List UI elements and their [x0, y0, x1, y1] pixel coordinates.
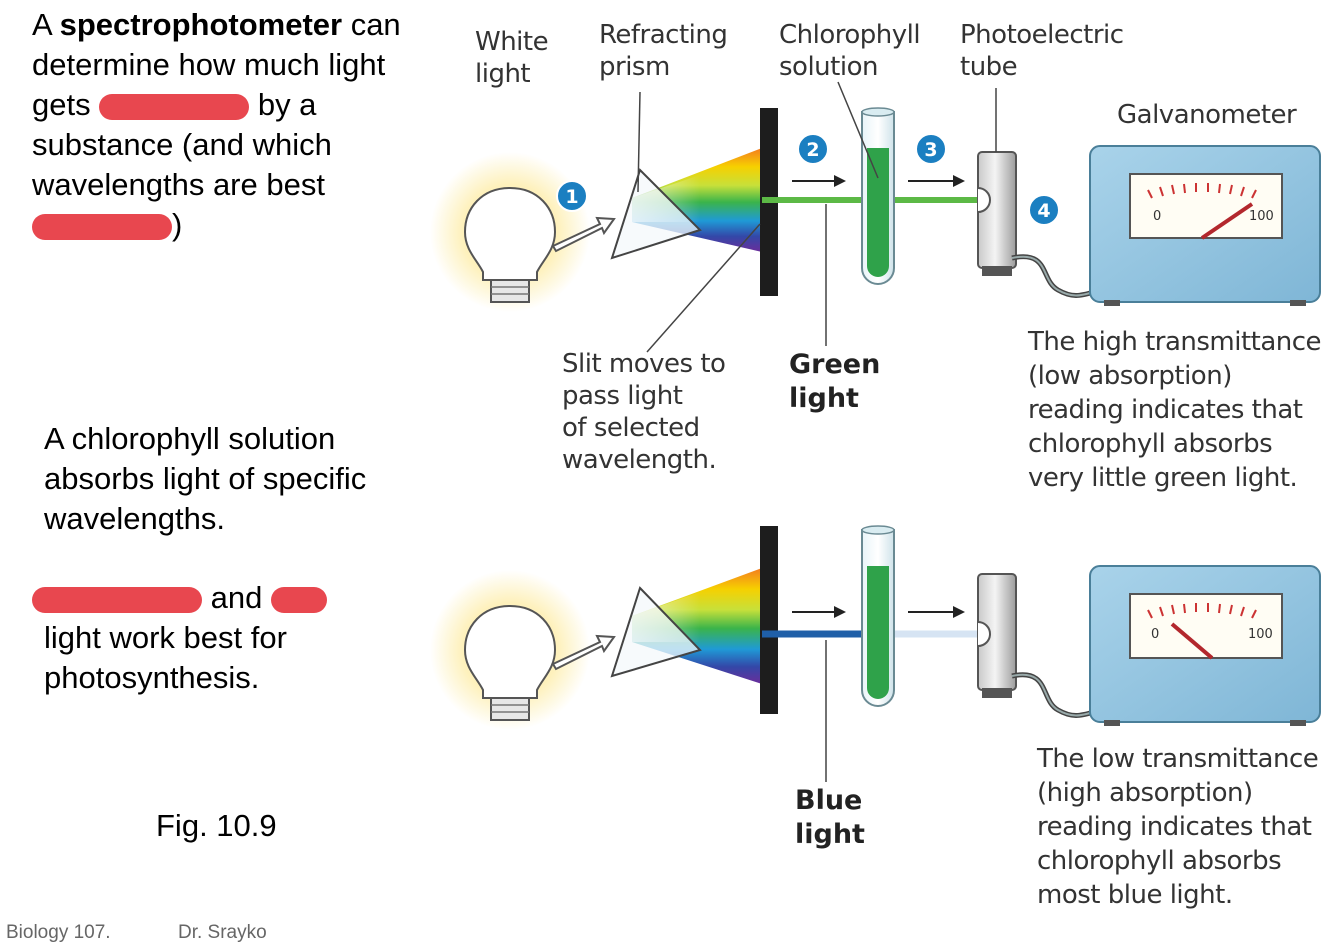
prism-icon — [610, 586, 702, 678]
meter-scale — [1147, 183, 1257, 199]
meter-max-label: 100 — [1249, 209, 1274, 224]
caption-low-transmittance: The low transmittance(high absorption)re… — [1037, 744, 1319, 910]
svg-text:2: 2 — [806, 139, 819, 161]
chlorophyll-note: A chlorophyll solution absorbs light of … — [44, 421, 367, 536]
intro-text: A spectrophotometer can determine how mu… — [32, 7, 401, 242]
figure-label: Fig. 10.9 — [156, 808, 277, 843]
input-arrow-icon — [551, 216, 616, 253]
galvanometer-icon — [1089, 145, 1321, 306]
photoelectric-tube-icon — [977, 573, 1017, 698]
light-bulb-icon — [430, 152, 590, 312]
footer-instructor: Dr. Srayko — [178, 922, 267, 943]
arrow-icon — [953, 175, 965, 187]
photosynthesis-note: and light work best for photosynthesis. — [32, 578, 452, 698]
arrow-icon — [834, 175, 846, 187]
arrow-icon — [834, 606, 846, 618]
needle — [1200, 202, 1254, 240]
test-tube-icon — [861, 525, 895, 707]
galvanometer-icon — [1089, 565, 1321, 726]
step-badge-3: 3 — [915, 133, 947, 165]
input-arrow-icon — [551, 634, 616, 671]
svg-text:4: 4 — [1037, 200, 1050, 222]
redaction-mark — [32, 213, 172, 240]
redaction-mark — [270, 586, 327, 613]
bottom-apparatus: 0 100 — [430, 525, 1321, 782]
test-tube-icon — [861, 107, 895, 285]
needle — [1170, 622, 1214, 660]
svg-text:3: 3 — [924, 139, 937, 161]
spectrophotometer-term: spectrophotometer — [59, 7, 343, 42]
step-badge-1: 1 — [556, 180, 588, 212]
meter-max-label: 100 — [1248, 627, 1273, 642]
step-badge-4: 4 — [1028, 194, 1060, 226]
meter-min-label: 0 — [1151, 627, 1159, 642]
redaction-mark — [32, 586, 202, 613]
photoelectric-tube-icon — [977, 151, 1017, 276]
meter-scale — [1147, 603, 1257, 619]
meter-min-label: 0 — [1153, 209, 1161, 224]
galvanometer-label: Galvanometer — [1117, 100, 1297, 130]
step-badge-2: 2 — [797, 133, 829, 165]
arrow-icon — [953, 606, 965, 618]
light-bulb-icon — [430, 570, 590, 730]
prism-icon — [610, 168, 702, 260]
svg-text:1: 1 — [565, 186, 578, 208]
top-apparatus: 0 100 1 2 3 4 — [430, 81, 1321, 353]
slit-plate — [760, 526, 778, 714]
redaction-mark — [99, 93, 250, 120]
footer-course: Biology 107. — [6, 922, 111, 943]
caption-high-transmittance: The high transmittance(low absorption)re… — [1028, 327, 1322, 493]
